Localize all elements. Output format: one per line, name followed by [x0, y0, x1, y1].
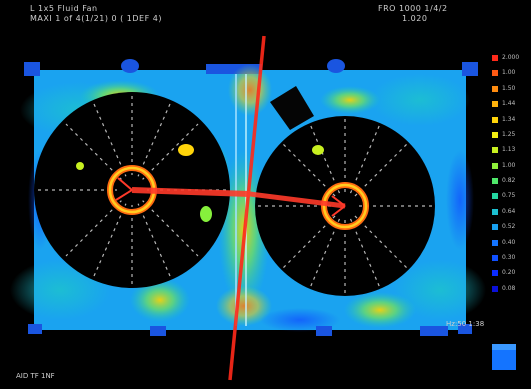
legend-swatch [492, 85, 498, 92]
view-triad-icon[interactable] [484, 336, 524, 376]
footer-label: AID TF 1NF [16, 372, 55, 380]
legend-label: 1.00 [502, 69, 516, 77]
legend-label: 0.30 [502, 253, 516, 261]
legend-swatch [492, 208, 498, 215]
legend-label: 2.000 [502, 54, 520, 61]
legend-entry: 0.40 [492, 237, 528, 249]
header-right: FRO 1000 1/4/2 1.020 [378, 4, 448, 24]
header-left: L 1x5 Fluid Fan MAXI 1 of 4(1/21) 0 ( 1D… [30, 4, 162, 24]
legend-entry: 1.34 [492, 114, 528, 126]
legend-entry: 2.000 [492, 52, 528, 64]
legend-label: 1.13 [502, 146, 516, 154]
legend-swatch [492, 147, 498, 154]
legend-entry: 1.00 [492, 67, 528, 79]
legend-entry: 0.64 [492, 206, 528, 218]
header-left-line1: L 1x5 Fluid Fan [30, 4, 98, 13]
legend-label: 0.08 [502, 284, 516, 292]
motor-bracket [270, 86, 314, 130]
legend-label: 0.20 [502, 269, 516, 277]
legend-entry: 1.00 [492, 160, 528, 172]
legend-entry: 0.75 [492, 190, 528, 202]
legend-entry: 0.08 [492, 283, 528, 295]
legend-swatch [492, 101, 498, 108]
header-left-line2: MAXI 1 of 4(1/21) 0 ( 1DEF 4) [30, 14, 162, 23]
legend-label: 0.82 [502, 177, 516, 184]
legend-swatch [492, 285, 498, 292]
legend-label: 1.25 [502, 130, 516, 138]
legend-entry: 0.20 [492, 267, 528, 279]
header-right-line1: FRO 1000 1/4/2 [378, 4, 448, 13]
legend-entry: 0.82 [492, 175, 528, 187]
legend-label: 1.00 [502, 161, 516, 169]
header-right-line2: 1.020 [402, 14, 428, 23]
legend-label: 1.44 [502, 100, 516, 108]
frequency-readout: Hz:50 1:38 [446, 320, 485, 328]
legend-entry: 0.30 [492, 252, 528, 264]
legend-label: 0.40 [502, 238, 516, 246]
legend-entry: 1.44 [492, 98, 528, 110]
legend-label: 0.52 [502, 223, 516, 231]
legend-swatch [492, 193, 498, 200]
legend-swatch [492, 131, 498, 138]
legend-label: 1.50 [502, 84, 516, 92]
legend-entry: 0.52 [492, 221, 528, 233]
legend-entry: 1.25 [492, 129, 528, 141]
legend-swatch [492, 55, 498, 61]
legend-swatch [492, 239, 498, 246]
legend-entry: 1.13 [492, 144, 528, 156]
legend-label: 0.75 [502, 192, 516, 200]
legend-entry: 1.50 [492, 83, 528, 95]
legend-swatch [492, 270, 498, 277]
legend-swatch [492, 116, 498, 123]
legend-label: 0.64 [502, 207, 516, 215]
displacement-beams [115, 35, 346, 381]
legend-swatch [492, 224, 498, 231]
legend-swatch [492, 162, 498, 169]
legend-swatch [492, 70, 498, 77]
legend-label: 1.34 [502, 115, 516, 123]
legend-swatch [492, 178, 498, 184]
legend-swatch [492, 254, 498, 261]
contour-legend: 2.000 1.00 1.50 1.44 1.34 1.25 1.13 1.00 0.82 0.7… [492, 52, 528, 298]
